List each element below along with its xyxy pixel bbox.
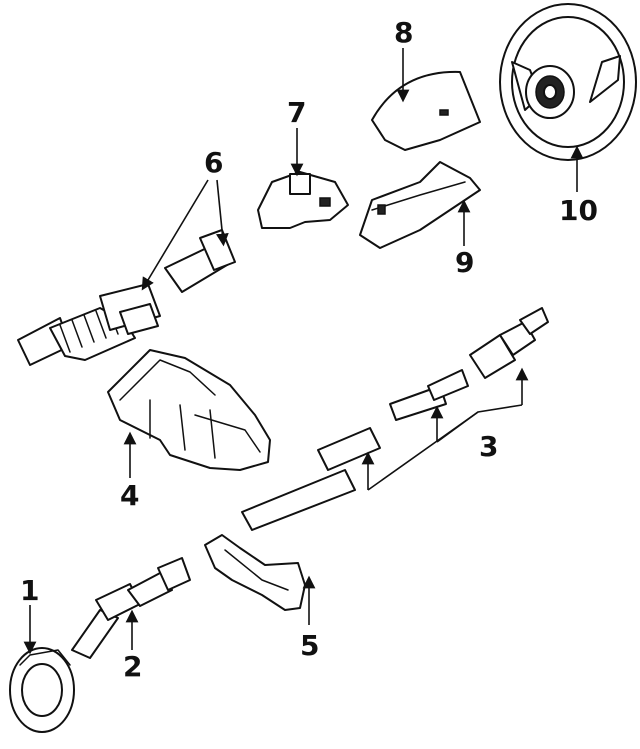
callout-7-label: 7 (287, 96, 306, 129)
steering-shaft-part (241, 307, 549, 531)
callout-1-label: 1 (20, 574, 39, 607)
callout-6-leader-a (141, 179, 209, 291)
lock-housing-part (257, 171, 349, 229)
callout-6-leader-b (215, 179, 229, 247)
callout-10-label: 10 (559, 194, 598, 227)
column-support-bracket-part (107, 349, 271, 471)
steering-wheel-part (499, 3, 637, 161)
upper-shroud-part (371, 70, 481, 151)
callout-9-label: 9 (455, 246, 474, 279)
callout-6-label: 6 (204, 146, 223, 179)
bearing-housing-part (9, 647, 75, 733)
callout-3-label: 3 (479, 430, 498, 463)
column-jacket-part (17, 229, 236, 366)
callout-4-label: 4 (120, 479, 139, 512)
intermediate-shaft-part (71, 557, 191, 659)
callout-3-bracket-mid (436, 411, 479, 443)
callout-2-label: 2 (123, 650, 142, 683)
callout-5-label: 5 (300, 629, 319, 662)
lower-bracket-part (204, 534, 306, 611)
callout-3-bracket (367, 404, 523, 491)
callout-8-label: 8 (394, 16, 413, 49)
lower-shroud-part (359, 161, 481, 249)
